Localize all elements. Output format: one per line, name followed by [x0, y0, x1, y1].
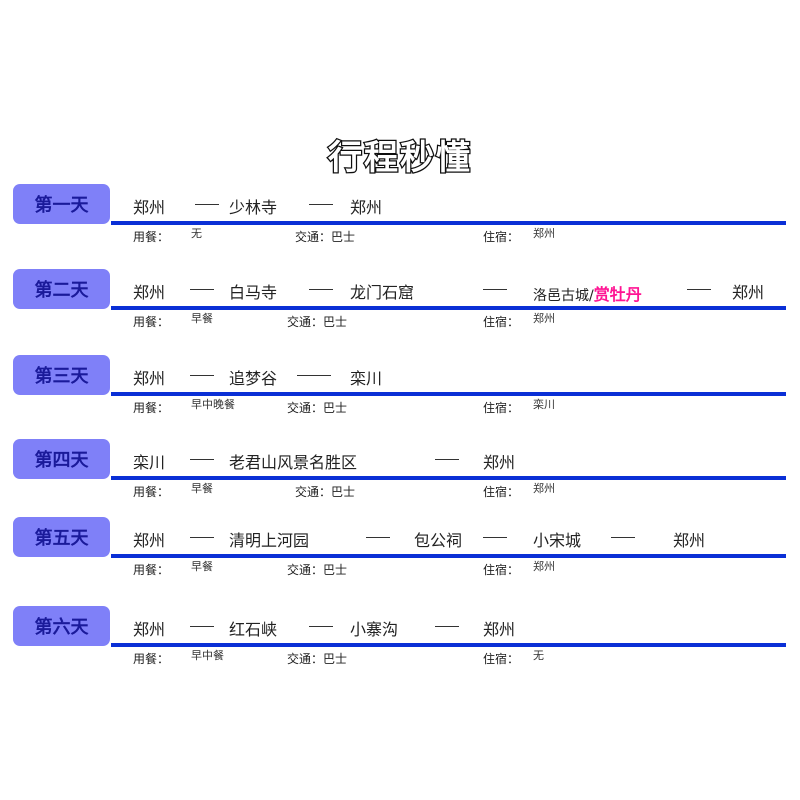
transport-value: 巴士 — [323, 563, 348, 577]
route-dash — [309, 626, 333, 627]
transport-value: 巴士 — [323, 401, 348, 415]
day-4: 第四天 栾川 老君山风景名胜区 郑州 用餐： 早餐 交通： 巴士 住宿： 郑州 — [0, 439, 800, 509]
transport-value: 巴士 — [323, 652, 348, 666]
meal-value: 早中晚餐 — [191, 398, 235, 411]
route-stop: 郑州 — [483, 620, 516, 639]
stay-label: 住宿： — [483, 485, 520, 499]
day-badge: 第四天 — [13, 439, 110, 479]
route-dash — [195, 204, 219, 205]
route-stop: 红石峡 — [229, 620, 278, 639]
meal-value: 早中餐 — [191, 649, 224, 662]
day-6: 第六天 郑州 红石峡 小寨沟 郑州 用餐： 早中餐 交通： 巴士 住宿： 无 — [0, 606, 800, 676]
route-stop: 少林寺 — [229, 198, 278, 217]
meal-label: 用餐： — [133, 230, 170, 244]
route-dash — [309, 289, 333, 290]
divider-rule — [111, 554, 786, 558]
route-stop: 郑州 — [133, 198, 166, 217]
meal-label: 用餐： — [133, 315, 170, 329]
meal-label: 用餐： — [133, 401, 170, 415]
route-stop: 郑州 — [673, 531, 706, 550]
route-stop: 郑州 — [133, 283, 166, 302]
highlight-peony: 赏牡丹 — [593, 285, 642, 304]
transport-value: 巴士 — [323, 315, 348, 329]
stay-value: 郑州 — [533, 312, 555, 325]
route-dash — [483, 537, 507, 538]
route-dash — [190, 626, 214, 627]
meal-value: 无 — [191, 227, 202, 240]
transport-label: 交通： — [295, 485, 332, 499]
day-1: 第一天 郑州 少林寺 郑州 用餐： 无 交通： 巴士 住宿： 郑州 — [0, 184, 800, 254]
day-5: 第五天 郑州 清明上河园 包公祠 小宋城 郑州 用餐： 早餐 交通： 巴士 住宿… — [0, 517, 800, 587]
stay-value: 无 — [533, 649, 544, 662]
meal-label: 用餐： — [133, 485, 170, 499]
stay-label: 住宿： — [483, 563, 520, 577]
transport-value: 巴士 — [331, 230, 356, 244]
divider-rule — [111, 643, 786, 647]
transport-label: 交通： — [287, 315, 324, 329]
day-3: 第三天 郑州 追梦谷 栾川 用餐： 早中晚餐 交通： 巴士 住宿： 栾川 — [0, 355, 800, 425]
stay-value: 郑州 — [533, 560, 555, 573]
divider-rule — [111, 476, 786, 480]
day-badge: 第六天 — [13, 606, 110, 646]
meal-value: 早餐 — [191, 312, 213, 325]
transport-label: 交通： — [287, 563, 324, 577]
meal-value: 早餐 — [191, 560, 213, 573]
transport-label: 交通： — [287, 401, 324, 415]
day-2: 第二天 郑州 白马寺 龙门石窟 洛邑古城/赏牡丹 郑州 用餐： 早餐 交通： 巴… — [0, 269, 800, 339]
meal-value: 早餐 — [191, 482, 213, 495]
route-dash — [309, 204, 333, 205]
day-badge: 第二天 — [13, 269, 110, 309]
route-stop-text: 洛邑古城/ — [533, 288, 594, 304]
route-stop: 郑州 — [483, 453, 516, 472]
route-stop: 清明上河园 — [229, 531, 310, 550]
route-stop: 郑州 — [133, 531, 166, 550]
route-stop-luoyi: 洛邑古城/赏牡丹 — [533, 281, 642, 305]
route-dash — [687, 289, 711, 290]
divider-rule — [111, 392, 786, 396]
route-dash — [190, 537, 214, 538]
route-dash — [435, 626, 459, 627]
route-stop: 小寨沟 — [350, 620, 399, 639]
route-dash — [611, 537, 635, 538]
meal-label: 用餐： — [133, 563, 170, 577]
route-stop: 追梦谷 — [229, 369, 278, 388]
route-dash — [190, 375, 214, 376]
stay-value: 栾川 — [533, 398, 555, 411]
stay-value: 郑州 — [533, 227, 555, 240]
route-stop: 栾川 — [133, 453, 166, 472]
transport-label: 交通： — [287, 652, 324, 666]
route-stop: 龙门石窟 — [350, 283, 415, 302]
route-stop: 白马寺 — [229, 283, 278, 302]
day-badge: 第一天 — [13, 184, 110, 224]
stay-value: 郑州 — [533, 482, 555, 495]
route-stop: 包公祠 — [414, 531, 463, 550]
route-dash — [190, 289, 214, 290]
stay-label: 住宿： — [483, 401, 520, 415]
divider-rule — [111, 221, 786, 225]
transport-label: 交通： — [295, 230, 332, 244]
transport-value: 巴士 — [331, 485, 356, 499]
route-stop: 老君山风景名胜区 — [229, 453, 358, 472]
route-stop: 郑州 — [350, 198, 383, 217]
stay-label: 住宿： — [483, 315, 520, 329]
route-dash — [190, 459, 214, 460]
route-stop: 郑州 — [732, 283, 765, 302]
stay-label: 住宿： — [483, 230, 520, 244]
route-dash — [483, 289, 507, 290]
route-stop: 郑州 — [133, 620, 166, 639]
route-stop: 郑州 — [133, 369, 166, 388]
divider-rule — [111, 306, 786, 310]
meal-label: 用餐： — [133, 652, 170, 666]
page-title: 行程秒懂 — [327, 137, 472, 180]
route-dash — [366, 537, 390, 538]
day-badge: 第五天 — [13, 517, 110, 557]
route-stop: 小宋城 — [533, 531, 582, 550]
route-dash — [435, 459, 459, 460]
day-badge: 第三天 — [13, 355, 110, 395]
stay-label: 住宿： — [483, 652, 520, 666]
route-stop: 栾川 — [350, 369, 383, 388]
route-dash — [297, 375, 331, 376]
